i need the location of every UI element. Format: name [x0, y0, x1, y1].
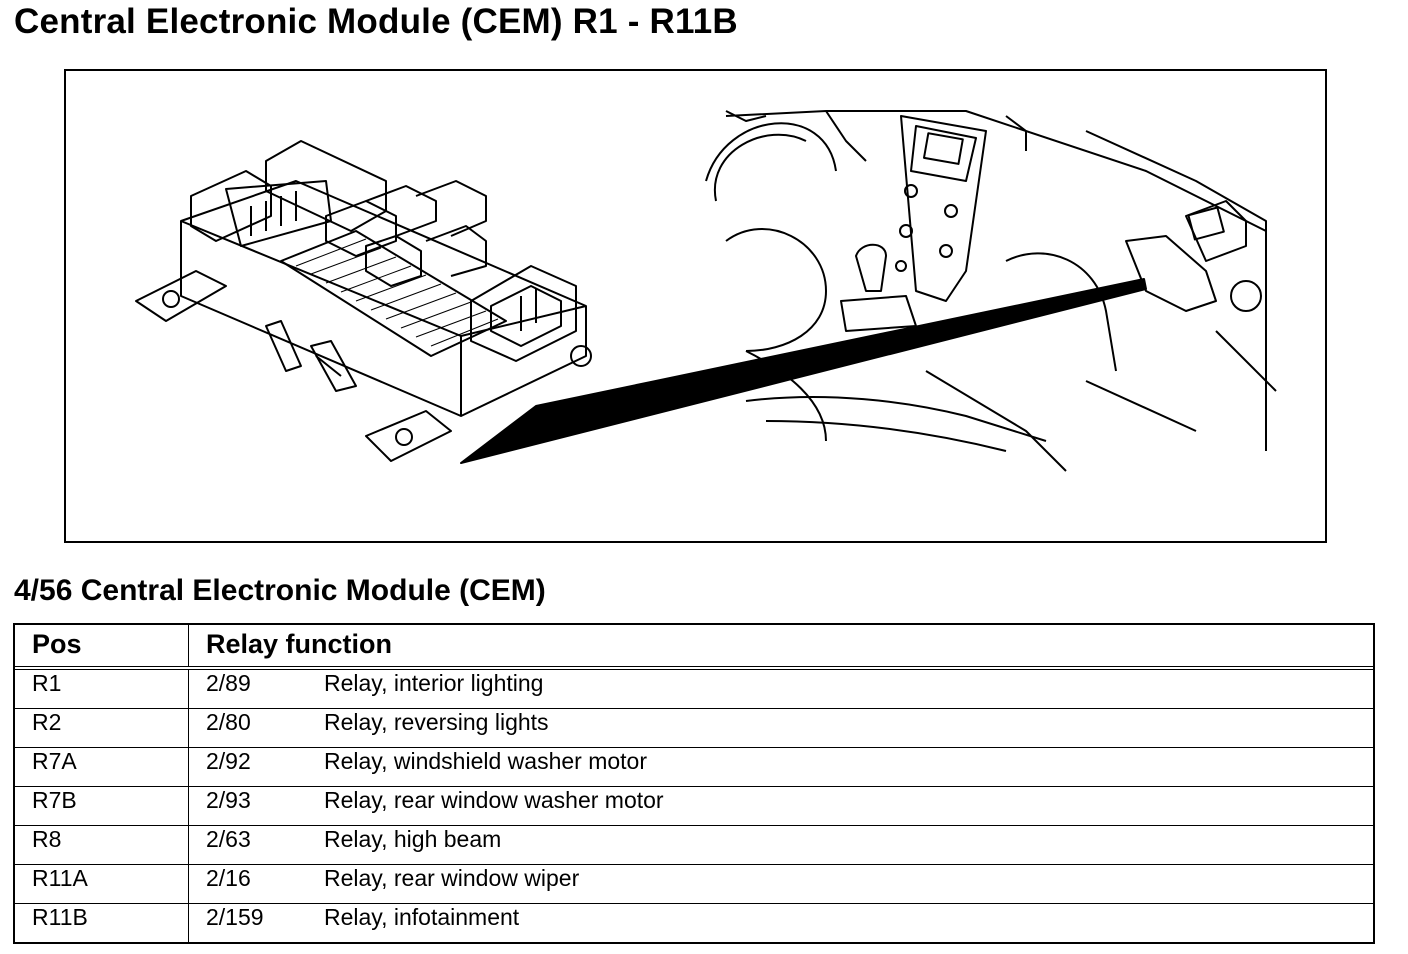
location-pointer	[460, 278, 1147, 464]
relay-table: Pos Relay function R1 2/89 Relay, interi…	[13, 623, 1375, 944]
table-header-row: Pos Relay function	[15, 625, 1373, 670]
cem-module-drawing	[135, 140, 592, 462]
cell-description: Relay, rear window wiper	[324, 865, 580, 891]
cell-code: 2/80	[206, 709, 251, 735]
table-row: R1 2/89 Relay, interior lighting	[15, 670, 1373, 709]
page-title: Central Electronic Module (CEM) R1 - R11…	[14, 2, 738, 41]
cell-description: Relay, reversing lights	[324, 709, 549, 735]
cell-pos: R8	[15, 826, 189, 864]
table-title: 4/56 Central Electronic Module (CEM)	[14, 574, 546, 607]
cell-code: 2/89	[206, 670, 251, 696]
cell-code: 2/63	[206, 826, 251, 852]
table-row: R7B 2/93 Relay, rear window washer motor	[15, 787, 1373, 826]
cell-description: Relay, interior lighting	[324, 670, 544, 696]
cell-description: Relay, windshield washer motor	[324, 748, 647, 774]
cell-code: 2/93	[206, 787, 251, 813]
cell-description: Relay, infotainment	[324, 904, 520, 930]
table-row: R8 2/63 Relay, high beam	[15, 826, 1373, 865]
table-row: R11A 2/16 Relay, rear window wiper	[15, 865, 1373, 904]
cell-pos: R11A	[15, 865, 189, 903]
cell-code: 2/16	[206, 865, 251, 891]
vehicle-interior-drawing	[705, 110, 1277, 472]
cell-pos: R1	[15, 670, 189, 708]
cell-pos: R2	[15, 709, 189, 747]
cell-code: 2/92	[206, 748, 251, 774]
table-row: R2 2/80 Relay, reversing lights	[15, 709, 1373, 748]
cell-pos: R11B	[15, 904, 189, 942]
cell-pos: R7B	[15, 787, 189, 825]
cell-description: Relay, high beam	[324, 826, 502, 852]
cell-description: Relay, rear window washer motor	[324, 787, 664, 813]
cell-code: 2/159	[206, 904, 264, 930]
header-relay-function: Relay function	[206, 629, 393, 659]
cell-pos: R7A	[15, 748, 189, 786]
table-row: R7A 2/92 Relay, windshield washer motor	[15, 748, 1373, 787]
table-row: R11B 2/159 Relay, infotainment	[15, 904, 1373, 942]
header-pos: Pos	[15, 625, 189, 666]
location-illustration	[64, 69, 1327, 543]
